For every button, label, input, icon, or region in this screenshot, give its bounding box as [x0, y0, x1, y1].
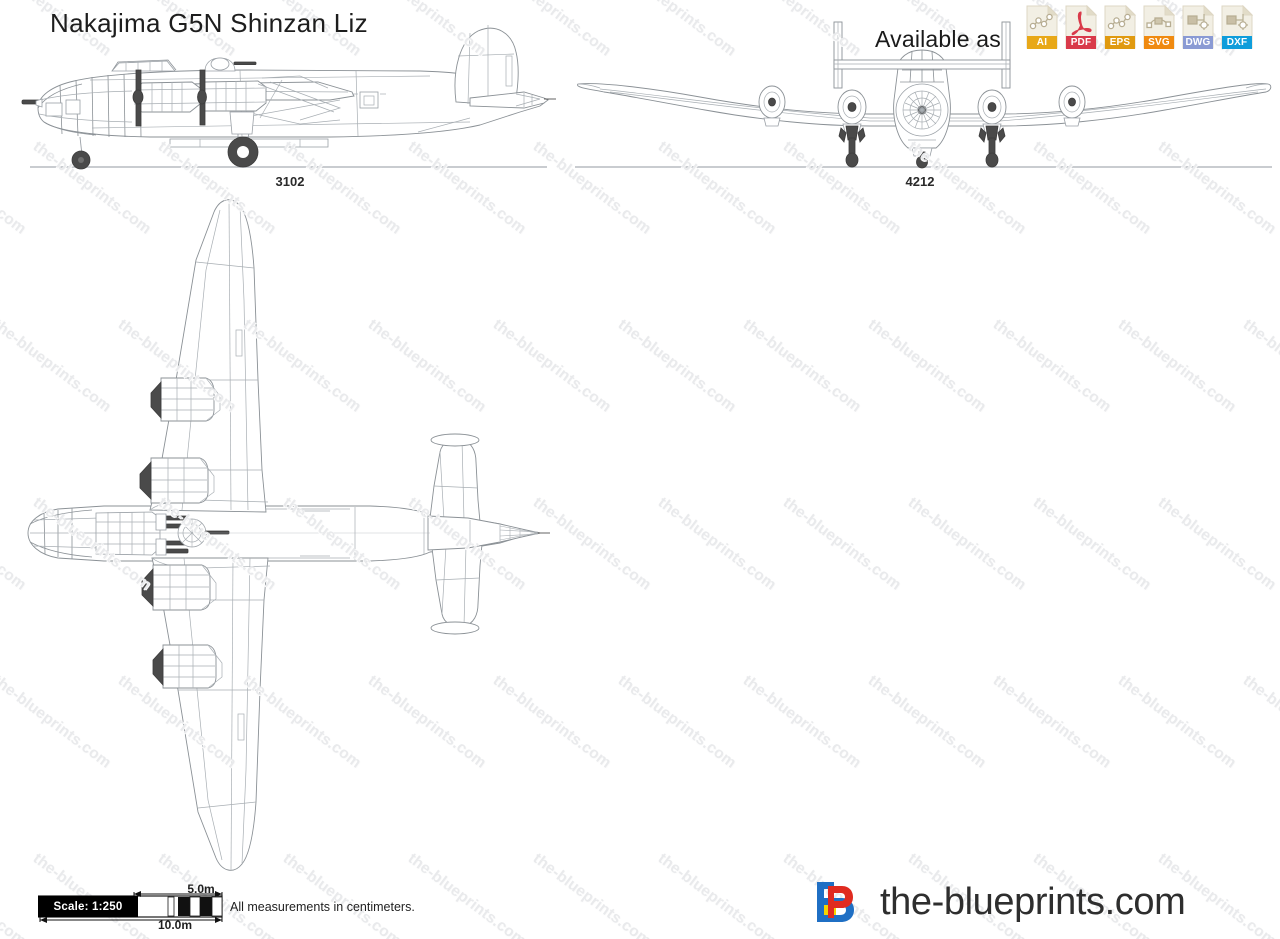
scale-ratio-box: Scale: 1:250: [38, 896, 138, 917]
dimension-label-side: 3102: [275, 174, 305, 189]
dimension-label-front: 4212: [905, 174, 935, 189]
engine-lower-outer-plan: [152, 644, 223, 689]
engines-front: [758, 85, 1086, 133]
spinner-lower-outer: [152, 647, 164, 687]
available-as-block: Available as: [875, 22, 1001, 51]
ai-file-icon[interactable]: AI: [1026, 5, 1058, 49]
horizontal-stabilizer: [469, 91, 549, 109]
fin-plate-upper: [430, 433, 480, 447]
dorsal-turret: [204, 57, 257, 72]
twin-tail-front: [833, 21, 1011, 89]
wing-front: [577, 83, 1272, 127]
format-code-pdf: PDF: [1066, 36, 1096, 49]
format-code-svg: SVG: [1144, 36, 1174, 49]
page-title: Nakajima G5N Shinzan Liz: [50, 8, 368, 38]
tailplane-front: [833, 59, 1011, 70]
scale-block: Scale: 1:250 5.0m 10.0m All measurements…: [38, 882, 458, 934]
engine-nacelle-inner: [132, 69, 201, 127]
dxf-file-icon[interactable]: DXF: [1221, 5, 1253, 49]
vertical-tail: [454, 25, 519, 107]
svg-file-icon[interactable]: SVG: [1143, 5, 1175, 49]
available-as-label: Available as: [875, 26, 1002, 52]
blueprints-bp-logo: [817, 882, 854, 922]
engine-nacelle-outer: [197, 69, 267, 126]
format-icon-list: AI PDF EPS SVG DWG DXF: [1026, 5, 1253, 49]
engine-upper-inner-plan: [139, 457, 215, 504]
front-view-group: [577, 21, 1272, 169]
format-code-dxf: DXF: [1222, 36, 1252, 49]
scale-label-lower: 10.0m: [157, 918, 193, 932]
eps-file-icon[interactable]: EPS: [1104, 5, 1136, 49]
format-code-eps: EPS: [1105, 36, 1135, 49]
dorsal-turret-plan: [177, 518, 230, 548]
brand-name: the-blueprints.com: [880, 880, 1186, 923]
measurement-note: All measurements in centimeters.: [230, 900, 415, 914]
landing-gear-side: [71, 111, 259, 170]
top-view-group: [27, 199, 550, 871]
landing-gear-front: [838, 125, 1006, 169]
spinner-upper-inner: [139, 460, 152, 500]
pdf-file-icon[interactable]: PDF: [1065, 5, 1097, 49]
format-code-ai: AI: [1027, 36, 1057, 49]
scale-ratio-text: Scale: 1:250: [53, 900, 123, 913]
wing-lower-plan: [151, 557, 271, 871]
fuselage-front: [893, 49, 951, 157]
side-view-group: [21, 25, 556, 170]
spinner-lower-inner: [141, 567, 154, 607]
fin-plate-lower: [430, 621, 480, 635]
spinner-upper-outer: [150, 380, 162, 420]
wing-upper-plan: [149, 199, 269, 513]
engine-upper-outer-plan: [150, 377, 221, 422]
format-code-dwg: DWG: [1183, 36, 1213, 49]
dwg-file-icon[interactable]: DWG: [1182, 5, 1214, 49]
tail-plan: [427, 433, 550, 635]
engine-lower-inner-plan: [141, 564, 217, 611]
scale-label-upper: 5.0m: [187, 882, 215, 896]
brand-block[interactable]: the-blueprints.com: [812, 878, 1186, 926]
